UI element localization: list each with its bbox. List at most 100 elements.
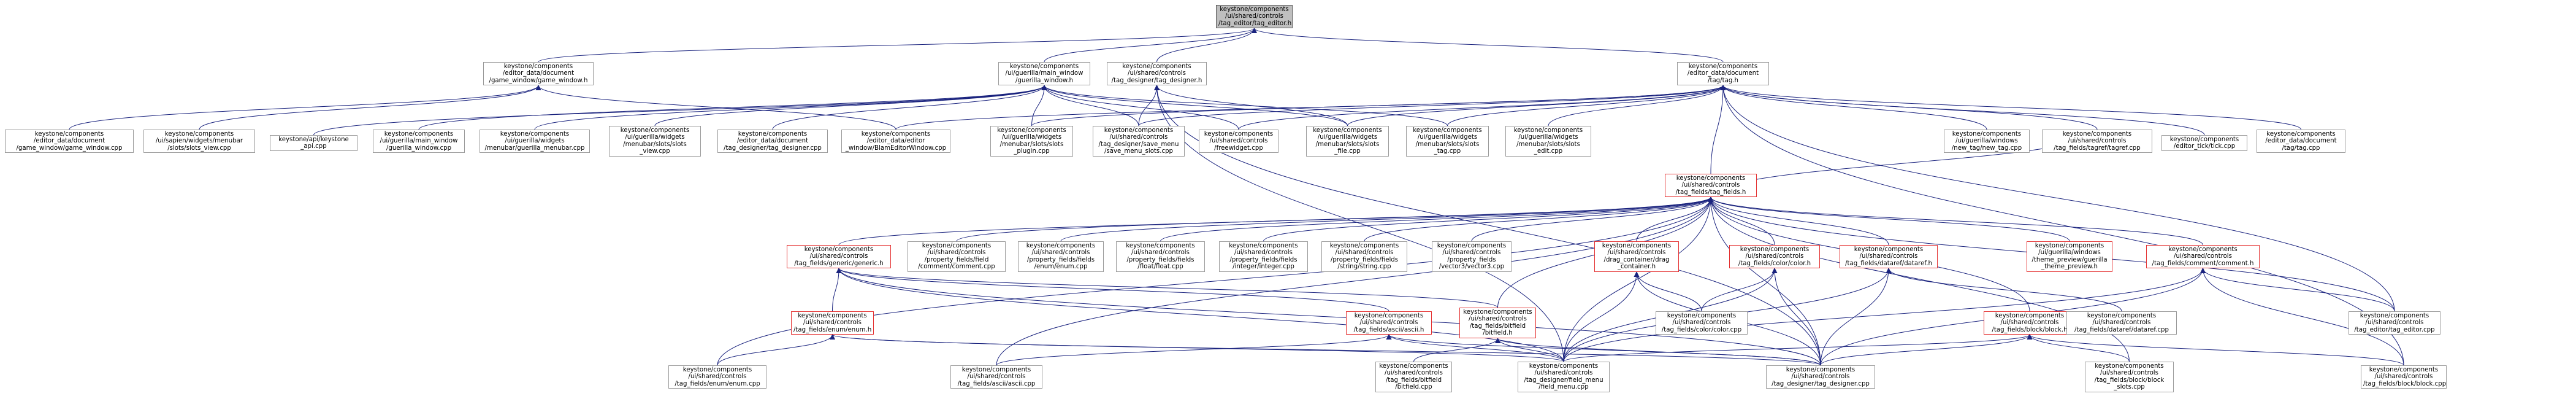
graph-node-guerilla-window-cpp[interactable]: keystone/components /ui/guerilla/main_wi…	[373, 130, 465, 153]
graph-node-bitfield-cpp[interactable]: keystone/components /ui/shared/controls …	[1375, 362, 1452, 392]
graph-edge-tag-designer-cpp-to-generic-h	[836, 268, 1821, 366]
graph-edge-tag-designer-h-to-root	[1156, 28, 1257, 63]
graph-node-root[interactable]: keystone/components /ui/shared/controls …	[1216, 5, 1293, 28]
graph-node-enum-cpp-bottom[interactable]: keystone/components /ui/shared/controls …	[668, 365, 766, 389]
graph-node-slots-view-cpp[interactable]: keystone/components /ui/sapien/widgets/m…	[143, 130, 255, 153]
graph-edge-tag-cpp-to-tag-h	[1720, 85, 2301, 130]
graph-node-enum-cpp-mid[interactable]: keystone/components /ui/shared/controls …	[1018, 241, 1104, 272]
graph-edge-freewidget-cpp-to-guerilla-window-h	[1041, 85, 1239, 130]
graph-node-tick-cpp[interactable]: keystone/components /editor_tick/tick.cp…	[2161, 135, 2247, 151]
graph-edge-slots-edit-cpp-to-tag-h	[1548, 85, 1726, 126]
graph-edge-field-menu-cpp-to-tag-fields-h	[1563, 196, 1714, 362]
graph-node-slots-tag-cpp[interactable]: keystone/components /ui/guerilla/widgets…	[1406, 126, 1489, 157]
graph-node-comment-h[interactable]: keystone/components /ui/shared/controls …	[2146, 245, 2260, 268]
graph-node-tag-cpp[interactable]: keystone/components /editor_data/documen…	[2257, 130, 2345, 153]
graph-node-float-cpp[interactable]: keystone/components /ui/shared/controls …	[1116, 241, 1205, 272]
graph-edge-dataref-h-to-tag-fields-h	[1708, 196, 1889, 246]
graph-edge-field-menu-cpp-to-drag-container-h	[1563, 271, 1640, 362]
graph-node-new-tag-cpp[interactable]: keystone/components /ui/guerilla/windows…	[1944, 130, 2030, 153]
graph-node-tagref-cpp[interactable]: keystone/components /ui/shared/controls …	[2042, 130, 2152, 153]
graph-edge-vector3-cpp-to-tag-fields-h	[1471, 196, 1714, 242]
graph-edge-slots-plugin-cpp-to-tag-h	[1031, 85, 1726, 126]
graph-node-block-slots-cpp[interactable]: keystone/components /ui/shared/controls …	[2085, 362, 2174, 392]
graph-node-keystone-api-cpp[interactable]: keystone/api/keystone _api.cpp	[270, 135, 357, 151]
graph-node-bitfield-h[interactable]: keystone/components /ui/shared/controls …	[1459, 308, 1536, 338]
graph-edge-guerilla-menubar-cpp-to-guerilla-window-h	[534, 85, 1047, 130]
graph-node-tag-designer-h[interactable]: keystone/components /ui/shared/controls …	[1107, 62, 1207, 85]
graph-edge-tag-editor-cpp-to-comment-h	[2200, 268, 2395, 312]
graph-node-color-h[interactable]: keystone/components /ui/shared/controls …	[1729, 245, 1820, 268]
graph-edge-field-menu-cpp-to-ascii-h	[1386, 334, 1564, 362]
graph-edge-enum-h-to-generic-h	[832, 268, 842, 312]
graph-edge-game-window-h-to-root	[538, 28, 1257, 63]
graph-node-vector3-cpp[interactable]: keystone/components /ui/shared/controls …	[1432, 241, 1512, 272]
graph-edge-drag-container-h-to-tag-fields-h	[1636, 196, 1714, 242]
graph-node-dataref-h[interactable]: keystone/components /ui/shared/controls …	[1840, 245, 1938, 268]
graph-edge-theme-preview-h-to-tag-fields-h	[1708, 196, 2070, 242]
graph-edge-integer-cpp-to-tag-fields-h	[1263, 196, 1714, 242]
graph-edge-dataref-cpp-to-dataref-h	[1886, 268, 2122, 312]
graph-node-tag-designer-cpp-top[interactable]: keystone/components /editor_data/documen…	[717, 130, 828, 153]
graph-node-save-menu-slots-cpp[interactable]: keystone/components /ui/shared/controls …	[1093, 126, 1185, 157]
graph-node-generic-h[interactable]: keystone/components /ui/shared/controls …	[787, 245, 891, 268]
graph-edge-comment-h-to-tag-fields-h	[1708, 196, 2203, 246]
graph-node-tag-editor-cpp[interactable]: keystone/components /ui/shared/controls …	[2349, 311, 2440, 335]
graph-node-color-cpp[interactable]: keystone/components /ui/shared/controls …	[1656, 311, 1748, 335]
graph-node-drag-container-h[interactable]: keystone/components /ui/shared/controls …	[1594, 241, 1679, 272]
graph-edge-slots-file-cpp-to-guerilla-window-h	[1041, 85, 1348, 126]
graph-edge-field-menu-cpp-to-comment-h	[1563, 268, 2206, 362]
graph-edge-new-tag-cpp-to-tag-h	[1720, 85, 1987, 130]
graph-node-slots-view2-cpp[interactable]: keystone/components /ui/guerilla/widgets…	[609, 126, 701, 157]
graph-node-slots-file-cpp[interactable]: keystone/components /ui/guerilla/widgets…	[1306, 126, 1389, 157]
graph-edge-float-cpp-to-tag-fields-h	[1160, 196, 1714, 242]
graph-edge-field-menu-cpp-to-block-h	[1563, 334, 2033, 362]
graph-node-freewidget-cpp[interactable]: keystone/components /ui/shared/controls …	[1199, 130, 1278, 153]
graph-edge-color-cpp-to-drag-container-h	[1634, 271, 1702, 312]
graph-node-blam-editor-window-cpp[interactable]: keystone/components /editor_data/editor …	[841, 130, 950, 153]
graph-edge-guerilla-window-h-to-root	[1044, 28, 1257, 63]
graph-node-slots-edit-cpp[interactable]: keystone/components /ui/guerilla/widgets…	[1505, 126, 1591, 157]
graph-edge-block-cpp-to-comment-h	[2200, 268, 2404, 366]
graph-edge-guerilla-window-cpp-to-guerilla-window-h	[418, 85, 1047, 130]
graph-edge-ascii-cpp-to-ascii-h	[996, 334, 1392, 366]
graph-node-tag-designer-cpp[interactable]: keystone/components /ui/shared/controls …	[1766, 365, 1875, 389]
graph-node-field-menu-cpp[interactable]: keystone/components /ui/shared/controls …	[1518, 362, 1610, 392]
graph-edge-tag-h-to-root	[1252, 28, 1724, 63]
graph-edge-tag-designer-cpp-top-to-guerilla-window-h	[772, 85, 1047, 130]
graph-edge-comment-cpp-to-tag-fields-h	[956, 196, 1714, 242]
graph-edge-block-cpp-to-block-h	[2027, 334, 2404, 366]
graph-node-guerilla-window-h[interactable]: keystone/components /ui/guerilla/main_wi…	[998, 62, 1090, 85]
graph-edge-bitfield-cpp-to-bitfield-h	[1413, 338, 1500, 362]
graph-node-dataref-cpp[interactable]: keystone/components /ui/shared/controls …	[2066, 311, 2177, 335]
graph-node-enum-h[interactable]: keystone/components /ui/shared/controls …	[791, 311, 874, 335]
graph-node-string-cpp[interactable]: keystone/components /ui/shared/controls …	[1321, 241, 1407, 272]
graph-edge-color-h-to-tag-fields-h	[1708, 196, 1775, 246]
graph-node-slots-plugin-cpp[interactable]: keystone/components /ui/guerilla/widgets…	[990, 126, 1073, 157]
graph-edge-tag-designer-cpp-to-color-h	[1771, 268, 1821, 366]
graph-node-block-cpp[interactable]: keystone/components /ui/shared/controls …	[2361, 365, 2447, 389]
graph-edge-tag-editor-cpp-to-tag-h	[1720, 85, 2395, 312]
graph-edge-string-cpp-to-tag-fields-h	[1364, 196, 1714, 242]
graph-node-game-window-h[interactable]: keystone/components /editor_data/documen…	[483, 62, 594, 85]
graph-edge-save-menu-slots-cpp-to-tag-h	[1138, 85, 1726, 126]
graph-edge-slots-file-cpp-to-tag-h	[1347, 85, 1726, 126]
graph-edge-block-slots-cpp-to-tag-fields-h	[1708, 196, 2130, 362]
graph-edge-enum-cpp-mid-to-tag-fields-h	[1060, 196, 1714, 242]
graph-edge-tag-fields-h-to-tag-h	[1710, 85, 1726, 174]
graph-edge-tag-designer-cpp-to-bitfield-h	[1495, 338, 1821, 366]
graph-node-tag-fields-h[interactable]: keystone/components /ui/shared/controls …	[1665, 174, 1757, 197]
graph-edge-block-slots-cpp-to-block-h	[2027, 334, 2130, 362]
graph-edge-enum-cpp-bottom-to-enum-h	[717, 334, 835, 366]
graph-node-block-h[interactable]: keystone/components /ui/shared/controls …	[1984, 311, 2076, 335]
graph-node-guerilla-menubar-cpp[interactable]: keystone/components /ui/guerilla/widgets…	[480, 130, 590, 153]
graph-edge-ascii-cpp-to-tag-fields-h	[996, 196, 1714, 366]
graph-edge-slots-tag-cpp-to-tag-h	[1447, 85, 1726, 126]
graph-node-tag-h[interactable]: keystone/components /editor_data/documen…	[1677, 62, 1769, 85]
graph-edge-keystone-api-cpp-to-guerilla-window-h	[313, 85, 1047, 136]
graph-node-theme-preview-h[interactable]: keystone/components /ui/guerilla/windows…	[2027, 241, 2112, 272]
graph-node-integer-cpp[interactable]: keystone/components /ui/shared/controls …	[1219, 241, 1308, 272]
graph-node-comment-cpp[interactable]: keystone/components /ui/shared/controls …	[908, 241, 1006, 272]
graph-node-ascii-cpp[interactable]: keystone/components /ui/shared/controls …	[950, 365, 1042, 389]
graph-node-game-window-cpp[interactable]: keystone/components /editor_data/documen…	[5, 130, 134, 153]
graph-node-ascii-h[interactable]: keystone/components /ui/shared/controls …	[1346, 311, 1432, 335]
